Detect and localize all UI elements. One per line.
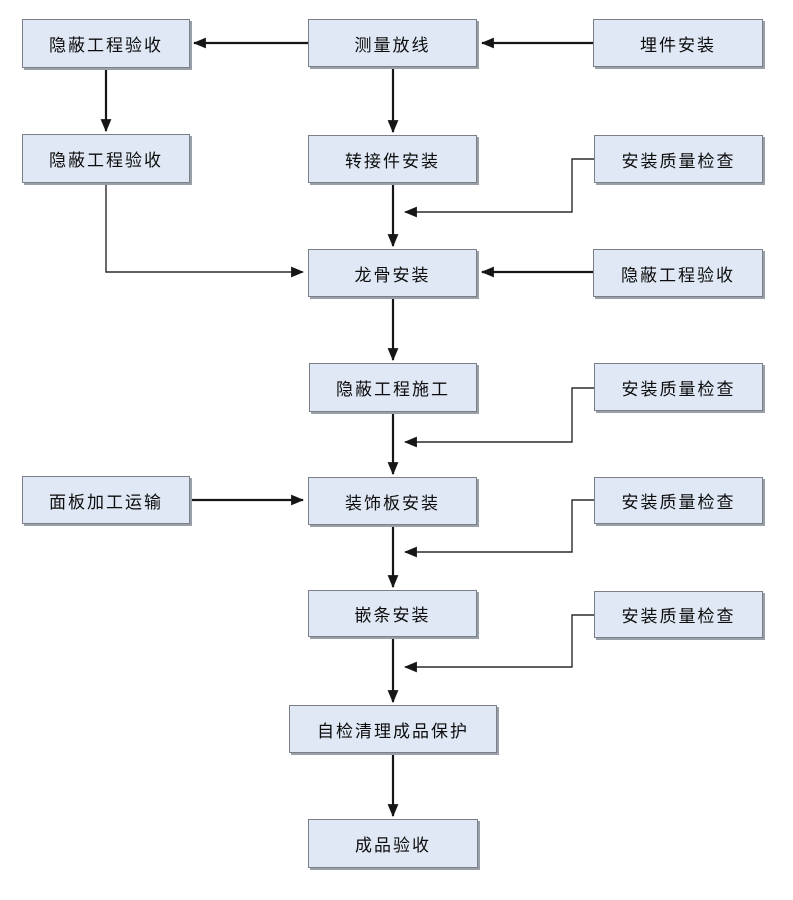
- node-quality-check-2: 安装质量检查: [594, 363, 763, 411]
- node-concealed-acceptance-3: 隐蔽工程验收: [593, 249, 763, 297]
- node-adapter-install: 转接件安装: [308, 135, 477, 183]
- node-panel-processing: 面板加工运输: [22, 476, 190, 524]
- node-trim-install: 嵌条安装: [308, 590, 477, 637]
- node-quality-check-3: 安装质量检查: [594, 477, 763, 524]
- elbow-qualitycheck1: [403, 158, 594, 218]
- elbow-qualitycheck2: [403, 387, 594, 448]
- node-concealed-acceptance-1: 隐蔽工程验收: [22, 19, 190, 68]
- node-measure-layout: 测量放线: [308, 19, 477, 67]
- elbow-qualitycheck3: [403, 499, 594, 558]
- node-concealed-construction: 隐蔽工程施工: [309, 363, 477, 412]
- node-decorative-panel-install: 装饰板安装: [308, 477, 477, 525]
- node-self-check-protection: 自检清理成品保护: [289, 705, 497, 753]
- node-embed-install: 埋件安装: [593, 19, 763, 67]
- node-keel-install: 龙骨安装: [308, 249, 477, 297]
- elbow-qualitycheck4: [403, 614, 594, 673]
- node-final-acceptance: 成品验收: [308, 819, 478, 868]
- node-concealed-acceptance-2: 隐蔽工程验收: [22, 134, 190, 183]
- node-quality-check-4: 安装质量检查: [594, 591, 763, 638]
- elbow-concealed2-to-keel: [105, 184, 305, 278]
- node-quality-check-1: 安装质量检查: [594, 135, 763, 183]
